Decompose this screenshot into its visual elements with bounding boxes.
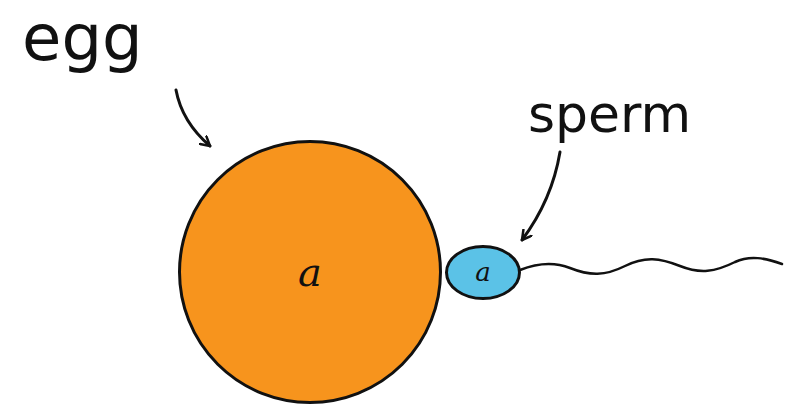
allele-letter: a	[298, 252, 322, 292]
pointer-arrow	[176, 90, 210, 146]
cell-body	[447, 246, 520, 298]
allele-letter: a	[475, 259, 491, 285]
part-label: egg	[22, 6, 143, 70]
cell-body	[180, 142, 441, 403]
part-label: sperm	[528, 88, 691, 140]
pointer-arrow	[522, 152, 560, 240]
egg-cell: a	[178, 140, 442, 404]
sperm-head: a	[445, 245, 521, 300]
sperm-tail	[520, 258, 782, 274]
